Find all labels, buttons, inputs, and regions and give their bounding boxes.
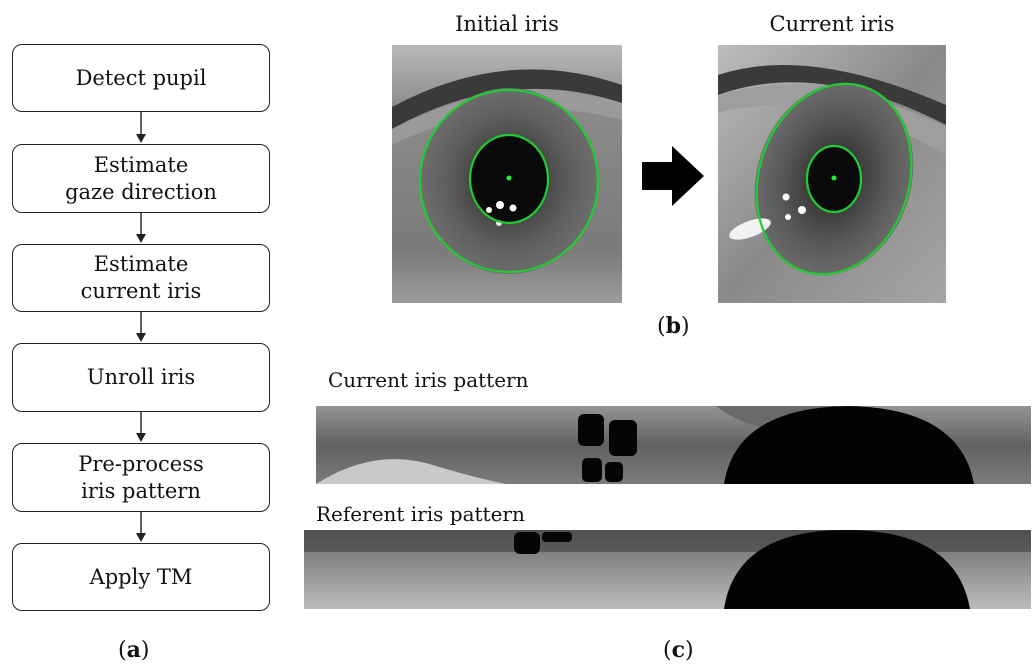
step-estimate-current-iris: Estimate current iris [12,244,270,312]
transition-arrow-icon [642,146,704,206]
caption-c: (c) [663,637,694,663]
step-estimate-gaze: Estimate gaze direction [12,144,270,213]
current-pattern-label: Current iris pattern [328,368,529,392]
initial-iris-image [392,45,622,303]
referent-iris-pattern [304,530,1031,609]
referent-pattern-label: Referent iris pattern [316,502,525,526]
current-iris-pattern [316,406,1031,484]
step-detect-pupil: Detect pupil [12,44,270,112]
step-unroll-iris: Unroll iris [12,343,270,412]
caption-a: (a) [118,637,150,663]
flow-arrow-3 [136,312,146,342]
flow-arrow-1 [136,112,146,143]
initial-iris-title: Initial iris [455,12,559,36]
step-preprocess-iris-pattern: Pre-process iris pattern [12,443,270,512]
current-iris-image [718,45,946,303]
current-iris-title: Current iris [769,12,895,36]
flow-arrow-4 [136,412,146,442]
flow-arrow-2 [136,213,146,243]
step-apply-tm: Apply TM [12,543,270,611]
caption-b: (b) [657,313,690,339]
flow-arrow-5 [136,512,146,542]
